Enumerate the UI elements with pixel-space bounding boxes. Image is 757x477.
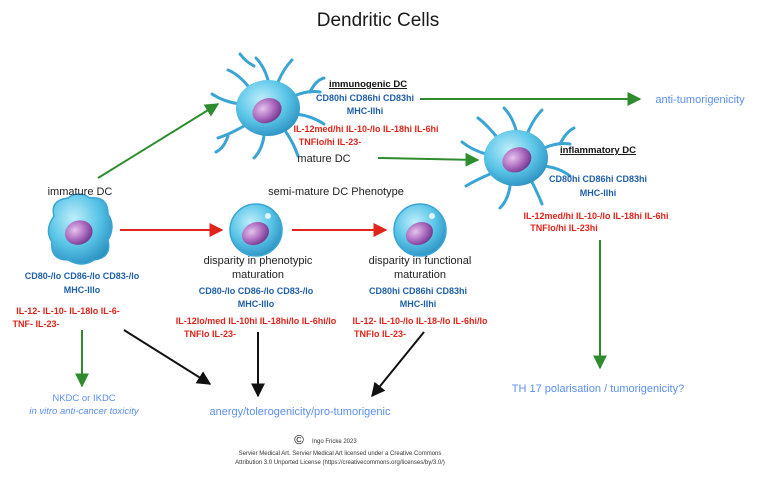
- inflammatory-cytokines-line-1: IL-12med/hi IL-10-/lo IL-18hi IL-6hi: [523, 211, 668, 221]
- functional-surface-line-2: MHC-IIhi: [400, 299, 437, 309]
- outcome-anti-tumorigenicity: anti-tumorigenicity: [655, 94, 745, 106]
- phenotypic-surface-line-1: CD80-/lo CD86-/lo CD83-/lo: [199, 286, 314, 296]
- credit-line-1: Servier Medical Art. Servier Medical Art…: [239, 451, 442, 457]
- immunogenic-dc-header: immunogenic DC: [329, 79, 407, 90]
- arrow-immature-to-mature: [97, 103, 220, 179]
- inflammatory-cytokines-line-2: TNFlo/hi IL-23hi: [530, 223, 598, 233]
- inflammatory-surface-line-1: CD80hi CD86hi CD83hi: [549, 174, 647, 184]
- outcome-nkdc-line-1: NKDC or IKDC: [52, 393, 115, 404]
- phenotypic-label-line-2: maturation: [232, 269, 284, 281]
- immature-dc-cell-icon: [47, 193, 113, 265]
- diagram-title: Dendritic Cells: [317, 10, 439, 31]
- outcome-nkdc-line-2: in vitro anti-cancer toxicity: [29, 406, 140, 417]
- semi-mature-header: semi-mature DC Phenotype: [268, 186, 404, 198]
- copyright-icon: ©: [294, 432, 304, 447]
- arrow-immature-to-anergy: [123, 329, 212, 385]
- immunogenic-cytokines-line-1: IL-12med/hi IL-10-/lo IL-18hi IL-6hi: [293, 124, 438, 134]
- inflammatory-surface-line-2: MHC-IIhi: [580, 188, 617, 198]
- inflammatory-dc-header: inflammatory DC: [560, 145, 636, 156]
- semi-mature-functional-cell-icon: [393, 203, 447, 257]
- immature-surface-line-1: CD80-/lo CD86-/lo CD83-/lo: [25, 271, 140, 281]
- outcome-th17-polarisation: TH 17 polarisation / tumorigenicity?: [512, 383, 684, 395]
- phenotypic-label-line-1: disparity in phenotypic: [204, 255, 313, 267]
- phenotypic-surface-line-2: MHC-IIlo: [238, 299, 275, 309]
- functional-label-line-2: maturation: [394, 269, 446, 281]
- inflammatory-dc-cell-icon: [460, 106, 576, 210]
- credit-line-2: Attribution 3.0 Unported License (https:…: [235, 460, 445, 466]
- immature-dc-label: immature DC: [48, 186, 113, 198]
- functional-cytokines-line-1: IL-12- IL-10-/lo IL-18-/lo IL-6hi/lo: [352, 316, 488, 326]
- arrow-mature-to-inflammatory: [377, 152, 480, 167]
- immature-cytokines-line-1: IL-12- IL-10- IL-18lo IL-6-: [16, 306, 120, 316]
- functional-label-line-1: disparity in functional: [369, 255, 472, 267]
- semi-mature-phenotypic-cell-icon: [229, 203, 283, 257]
- mature-dc-cell-icon: [210, 52, 326, 160]
- credit-author: Ingo Fricke 2023: [312, 439, 357, 445]
- outcome-anergy: anergy/tolerogenicity/pro-tumorigenic: [210, 406, 391, 418]
- phenotypic-cytokines-line-1: IL-12lo/med IL-10hi IL-18hi/lo IL-6hi/lo: [176, 316, 337, 326]
- immunogenic-surface-line-2: MHC-IIhi: [347, 106, 384, 116]
- immature-cytokines-line-2: TNF- IL-23-: [13, 319, 60, 329]
- arrow-functional-to-anergy: [371, 331, 425, 398]
- mature-dc-label: mature DC: [297, 153, 350, 165]
- immature-surface-line-2: MHC-IIlo: [64, 285, 101, 295]
- functional-surface-line-1: CD80hi CD86hi CD83hi: [369, 286, 467, 296]
- functional-cytokines-line-2: TNFlo IL-23-: [354, 329, 406, 339]
- phenotypic-cytokines-line-2: TNFlo IL-23-: [184, 329, 236, 339]
- immunogenic-surface-line-1: CD80hi CD86hi CD83hi: [316, 93, 414, 103]
- immunogenic-cytokines-line-2: TNFlo/hi IL-23-: [299, 137, 362, 147]
